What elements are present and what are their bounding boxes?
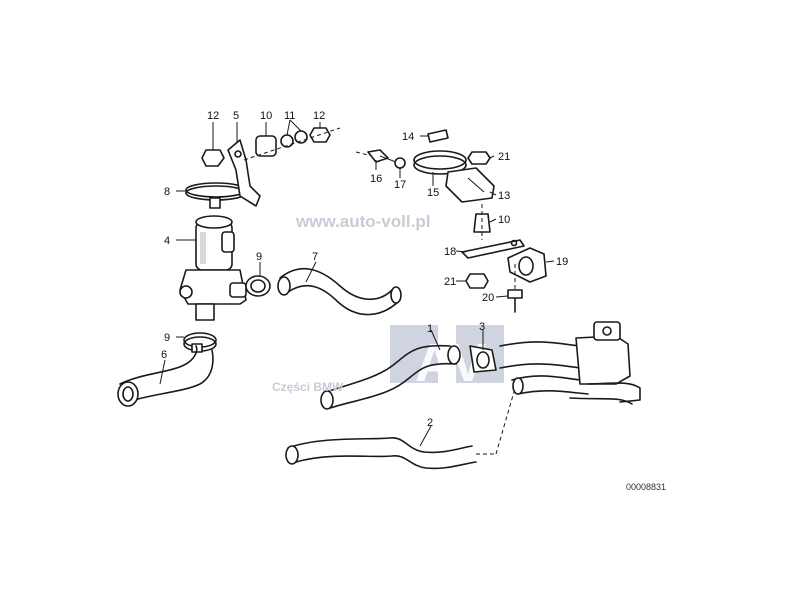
callout-5: 5 (233, 110, 239, 122)
top-mount-hardware (201, 127, 341, 167)
callout-12-b: 12 (313, 110, 325, 122)
callout-10-b: 10 (498, 214, 510, 226)
callout-16: 16 (370, 173, 382, 185)
parts-watermark: Części BMW (272, 380, 344, 394)
callout-7: 7 (312, 251, 318, 263)
nut-upper (467, 151, 491, 165)
rubber-mount-right (473, 204, 491, 240)
callout-3: 3 (479, 321, 485, 333)
leader-lines (159, 119, 555, 447)
callout-11: 11 (284, 110, 295, 122)
band-clamp (185, 182, 247, 209)
callout-13: 13 (498, 190, 510, 202)
callout-6: 6 (161, 349, 167, 361)
callout-9: 9 (256, 251, 262, 263)
callout-18: 18 (444, 246, 456, 258)
hose-middle (320, 344, 461, 410)
callout-12: 12 (207, 110, 219, 122)
hose-upper (277, 268, 402, 316)
callout-1: 1 (427, 323, 433, 335)
callout-8: 8 (164, 186, 170, 198)
callout-20: 20 (482, 292, 494, 304)
callout-labels: 12 5 10 11 12 8 4 9 7 9 6 14 16 17 15 21… (161, 110, 568, 429)
callout-17: 17 (394, 179, 406, 191)
hose-lower-left (117, 345, 214, 407)
callout-9-b: 9 (164, 332, 170, 344)
hose-clamp-lower (183, 332, 217, 353)
lower-bracket (461, 239, 547, 283)
strap-bracket (413, 150, 495, 203)
site-watermark: www.auto-voll.pl (295, 212, 430, 231)
diverter-valve (499, 321, 641, 405)
callout-21-b: 21 (444, 276, 456, 288)
callout-10: 10 (260, 110, 272, 122)
callout-14: 14 (402, 131, 414, 143)
callout-19: 19 (556, 256, 568, 268)
callout-21: 21 (498, 151, 510, 163)
callout-4: 4 (164, 235, 170, 247)
bracket (227, 139, 261, 207)
grommet (469, 345, 497, 373)
upper-right-hardware (355, 129, 449, 169)
drawing-code: 00008831 (626, 482, 666, 492)
air-pump (179, 215, 247, 321)
hose-clamp-upper (245, 275, 271, 297)
callout-2: 2 (427, 417, 433, 429)
callout-15: 15 (427, 187, 439, 199)
